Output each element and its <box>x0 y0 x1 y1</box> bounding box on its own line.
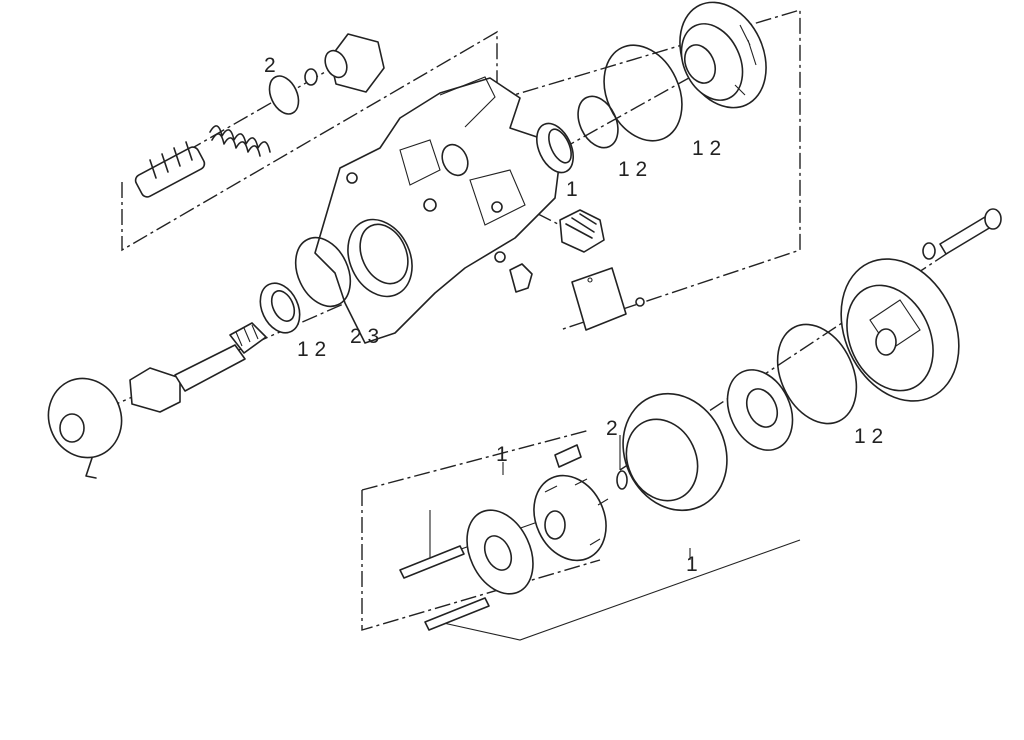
oring-small-top <box>577 95 619 149</box>
pressure-plate-front <box>466 509 534 595</box>
callout-rear-kit-lower: 1 <box>686 553 698 576</box>
callout-relief-ring: 2 <box>264 54 276 77</box>
vane <box>554 444 582 468</box>
oring-front <box>294 236 352 308</box>
upper-assembly-boundary <box>121 9 801 331</box>
leader-lines <box>502 435 691 560</box>
rear-bolt <box>922 208 1002 260</box>
name-plate <box>571 267 645 331</box>
relief-valve-assembly <box>134 33 385 198</box>
callout-top-seal: 1 <box>566 178 578 201</box>
callout-front-seal: 2 3 <box>350 325 379 348</box>
rotor <box>533 474 609 562</box>
axis-lines <box>79 51 991 471</box>
pressure-switch <box>559 209 605 253</box>
oring-rear-cover <box>776 323 858 425</box>
pressure-plate-rear <box>726 369 794 451</box>
callout-top-oring-large: 1 2 <box>692 137 721 160</box>
drive-shaft <box>129 322 267 413</box>
rear-cover <box>840 258 960 402</box>
cam-ring <box>622 392 728 512</box>
pulley <box>47 377 123 479</box>
dowel-pins <box>399 545 490 631</box>
bearing-front <box>259 282 301 334</box>
shaft-seal-top <box>536 122 574 174</box>
callout-rear-kit-upper: 1 <box>496 443 508 466</box>
snap-ring <box>616 470 628 490</box>
callout-rear-cover-oring: 1 2 <box>854 425 883 448</box>
callout-snap-ring: 2 <box>606 417 618 440</box>
end-cover-top <box>679 1 767 109</box>
callout-top-oring-small: 1 2 <box>618 158 647 181</box>
pump-housing <box>314 76 561 344</box>
oring-large-top <box>603 44 683 142</box>
callout-front-oring: 1 2 <box>297 338 326 361</box>
